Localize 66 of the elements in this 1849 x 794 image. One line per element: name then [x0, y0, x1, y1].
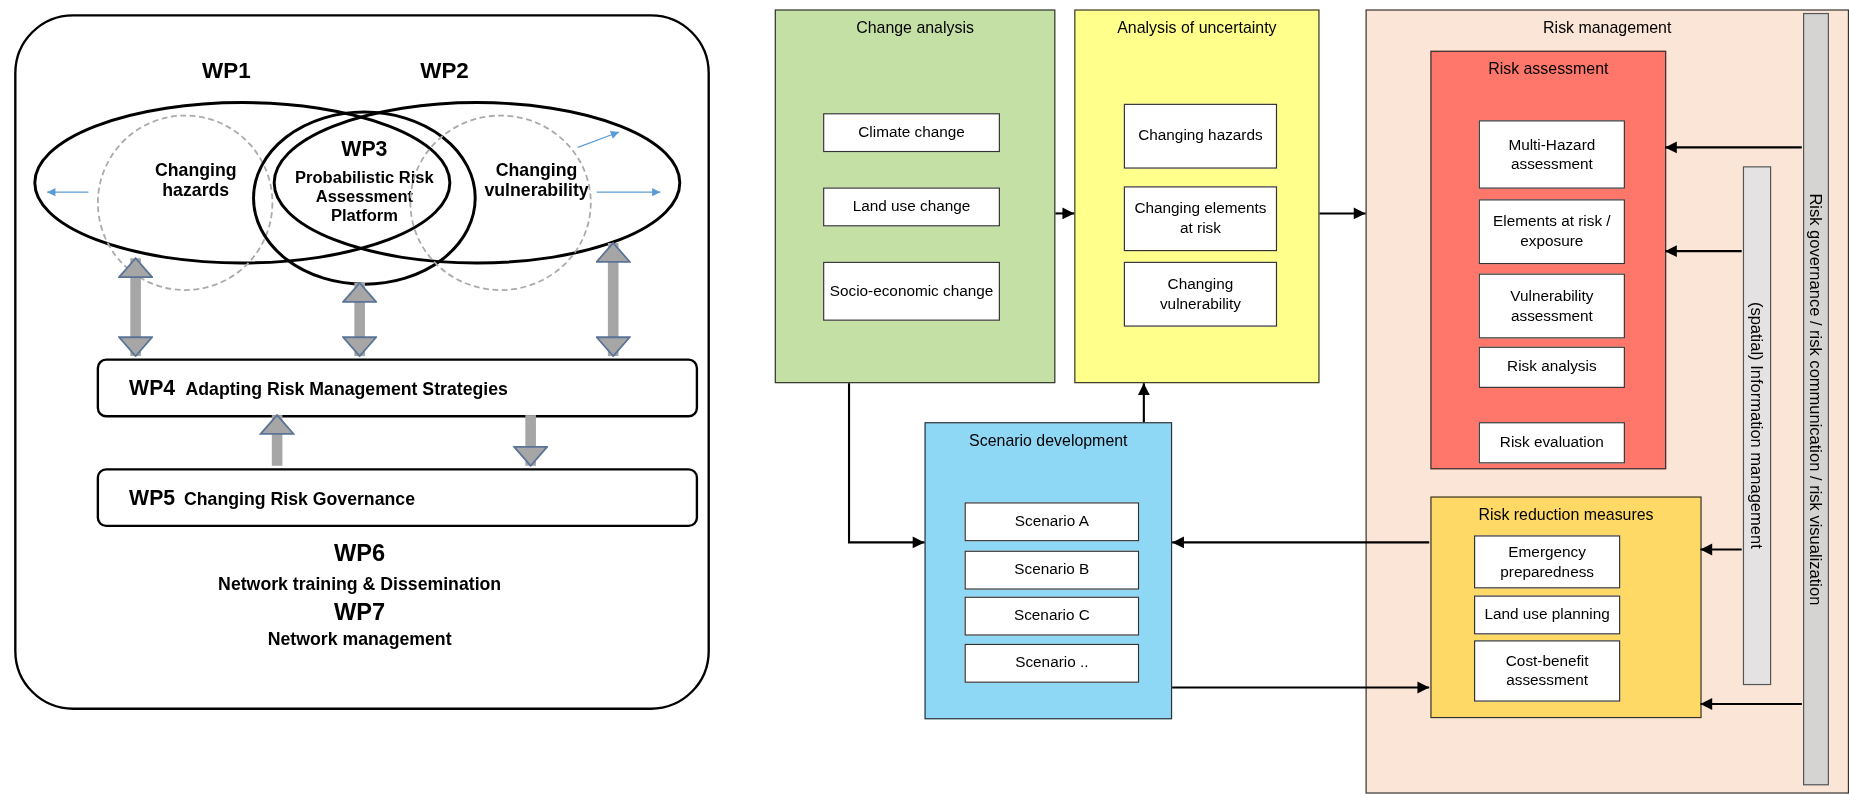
group-panel [774, 9, 1056, 384]
group-title: Risk management [1542, 18, 1673, 37]
arrow [1700, 698, 1802, 710]
process-box: Changing hazards [1123, 103, 1278, 169]
area-label: Changing hazards [153, 159, 238, 200]
process-box: Risk analysis [1478, 346, 1625, 388]
group-title: Analysis of uncertainty [1116, 18, 1278, 37]
arrow [1319, 207, 1366, 220]
process-box: Scenario .. [964, 643, 1140, 683]
process-box: Changing vulnerability [1123, 261, 1278, 327]
area-label: WP1 [201, 57, 252, 84]
group-panel [1074, 9, 1320, 384]
block-arrow [342, 282, 378, 357]
work-package-box [96, 358, 699, 418]
process-box: Multi-Hazard assessment [1478, 120, 1625, 189]
area-label: Changing vulnerability [483, 159, 590, 200]
process-box: Emergency preparedness [1474, 535, 1621, 589]
area-label: WP2 [419, 57, 470, 84]
group-title: Scenario development [968, 431, 1129, 450]
group-panel [1430, 496, 1702, 719]
process-box: Elements at risk / exposure [1478, 199, 1625, 265]
process-box: Scenario A [964, 502, 1140, 542]
block-arrow [513, 415, 549, 467]
arrow [1665, 245, 1742, 258]
block-arrow [259, 414, 295, 466]
process-box: Cost-benefit assessment [1474, 640, 1621, 702]
work-package-box [96, 468, 699, 528]
rounded-frame [14, 14, 710, 710]
arrow [1137, 383, 1150, 423]
arrow [1172, 681, 1430, 694]
area-label: Changing Risk Governance [183, 488, 416, 509]
process-box: Socio-economic change [823, 261, 1000, 321]
process-box: Risk evaluation [1478, 422, 1625, 464]
process-box: Changing elements at risk [1123, 186, 1278, 252]
arrow [1055, 207, 1075, 220]
arrow [847, 383, 925, 549]
block-arrow [595, 242, 631, 357]
package-code: WP7 [333, 599, 387, 627]
group-panel [1430, 50, 1667, 470]
process-box: Climate change [823, 113, 1000, 153]
package-code: WP4 [128, 376, 177, 401]
package-title: Network training & Dissemination [217, 573, 503, 594]
group-title: Change analysis [855, 18, 975, 37]
package-code: WP3 [340, 136, 389, 162]
group-panel [924, 422, 1173, 720]
area-label: Adapting Risk Management Strategies [184, 378, 509, 399]
process-box: Scenario C [964, 596, 1140, 636]
group-title: Risk assessment [1487, 60, 1610, 78]
process-box: Scenario B [964, 550, 1140, 590]
group-title: Risk reduction measures [1477, 505, 1655, 524]
process-box: Land use change [823, 187, 1000, 227]
group-panel [1365, 9, 1849, 794]
vertical-bar: Risk governance / risk communication / risk visualization [1803, 12, 1829, 786]
area-label: Probabilistic Risk Assessment Platform [294, 167, 435, 225]
process-box: Land use planning [1474, 595, 1621, 635]
package-code: WP5 [128, 485, 177, 511]
arrow [1700, 543, 1742, 556]
vertical-bar: (spatial) Information management [1742, 166, 1772, 686]
block-arrow [118, 257, 153, 357]
arrow [1665, 141, 1802, 154]
package-title: Network management [266, 628, 453, 649]
ellipse-area [252, 110, 477, 286]
arrow [1172, 536, 1430, 549]
dashed-circle [96, 114, 274, 292]
process-box: Vulnerability assessment [1478, 273, 1625, 339]
package-code: WP6 [333, 540, 387, 568]
